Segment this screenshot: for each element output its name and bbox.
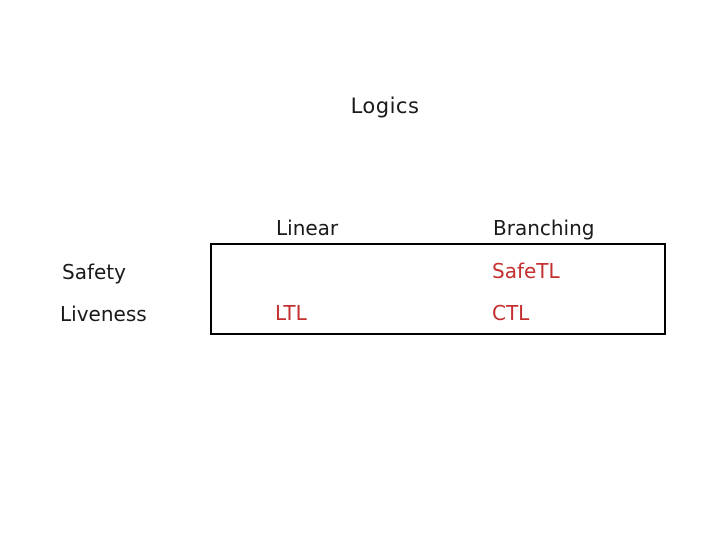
- page-title: Logics: [350, 94, 420, 118]
- table-border-box: [210, 243, 666, 335]
- row-header-safety: Safety: [62, 260, 126, 284]
- column-header-linear: Linear: [276, 216, 339, 240]
- cell-safety-branching: SafeTL: [492, 259, 560, 283]
- cell-liveness-branching: CTL: [492, 301, 530, 325]
- row-header-liveness: Liveness: [60, 302, 147, 326]
- cell-liveness-linear: LTL: [275, 301, 307, 325]
- column-header-branching: Branching: [493, 216, 595, 240]
